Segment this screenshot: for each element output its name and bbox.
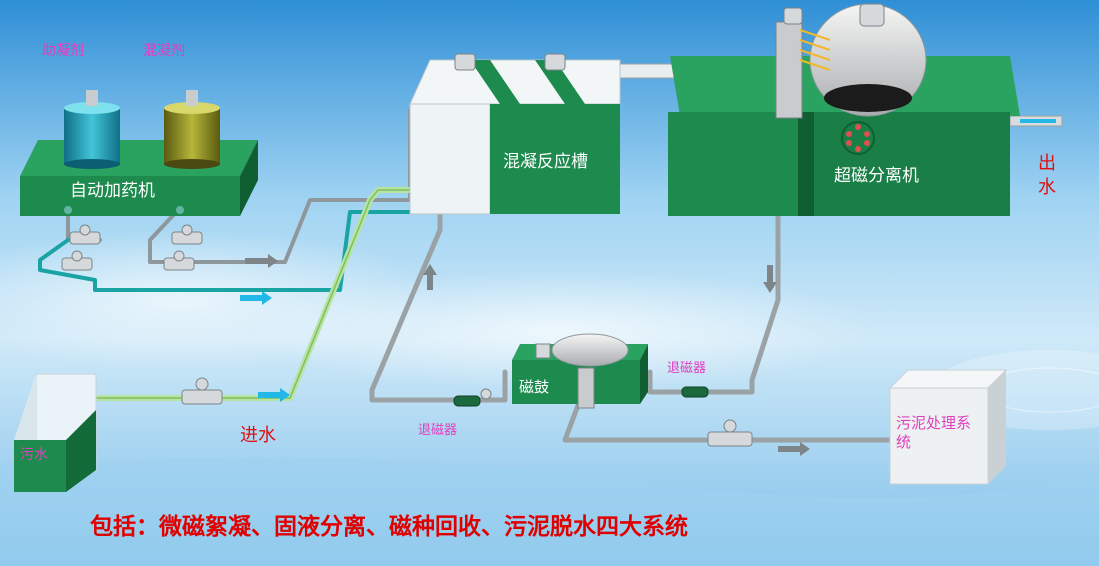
coagulation-reaction-tank [409, 53, 621, 215]
demagnetizer-left-label: 退磁器 [418, 423, 458, 438]
coagulant-label: 混凝剂 [143, 43, 185, 59]
dosing-pumps [61, 224, 203, 271]
valve-icon [480, 388, 492, 400]
mixer-motor-icon [454, 53, 476, 71]
flow-arrow-icon [240, 291, 272, 305]
coagulant-aid-label: 助凝剂 [42, 43, 84, 59]
separator-label: 超磁分离机 [834, 166, 919, 186]
outlet-water-label: 出 水 [1038, 153, 1056, 199]
flow-arrow-icon [778, 442, 810, 456]
scraper-assembly [775, 21, 803, 119]
valve-icon [181, 377, 223, 405]
pump-icon [171, 224, 203, 245]
sludge-system-label: 污泥处理系统 [896, 414, 972, 451]
magnetic-disc-icon [841, 121, 875, 155]
pump-icon [61, 250, 93, 271]
sewage-tank [14, 373, 97, 492]
mixer-motor-icon [535, 343, 551, 359]
magnetic-drum-unit [512, 333, 648, 409]
flow-arrow-icon [423, 264, 437, 290]
mixer-motor-icon [544, 53, 566, 71]
demagnetizer-right-label: 退磁器 [667, 361, 707, 376]
connector-duct [619, 63, 681, 79]
mixer-motor-icon [783, 7, 803, 25]
flow-arrows [240, 254, 810, 456]
auto-dosing-machine [20, 90, 258, 216]
pipe-teal [38, 108, 430, 292]
inlet-water-label: 进水 [240, 425, 276, 446]
pipe-seed-return [369, 207, 508, 403]
flow-arrow-icon [763, 265, 777, 293]
cloud [240, 270, 880, 390]
pump-icon [69, 224, 101, 245]
pump-icon [163, 250, 195, 271]
magnetic-drum-label: 磁鼓 [519, 378, 550, 396]
demagnetizer-right [681, 386, 709, 398]
mixer-motor-icon [86, 90, 98, 106]
pipe-sludge [647, 125, 781, 395]
pipe-to-sludge [562, 397, 893, 443]
auto-dosing-machine-label: 自动加药机 [70, 181, 155, 201]
sewage-label: 污水 [20, 447, 48, 463]
flow-arrow-icon [245, 254, 278, 268]
mixer-motor-icon [859, 3, 885, 27]
sludge-treatment-system [888, 369, 1008, 485]
outlet-flow [1020, 119, 1056, 123]
water-surface [0, 457, 1099, 566]
demagnetizer-left [453, 388, 492, 407]
flow-arrow-icon [258, 388, 290, 402]
super-magnetic-separator [668, 3, 1020, 216]
summary-caption: 包括：微磁絮凝、固液分离、磁种回收、污泥脱水四大系统 [90, 514, 688, 540]
valve-icon [707, 419, 753, 447]
mixer-motor-icon [186, 90, 198, 106]
coagulation-tank-label: 混凝反应槽 [503, 152, 588, 172]
